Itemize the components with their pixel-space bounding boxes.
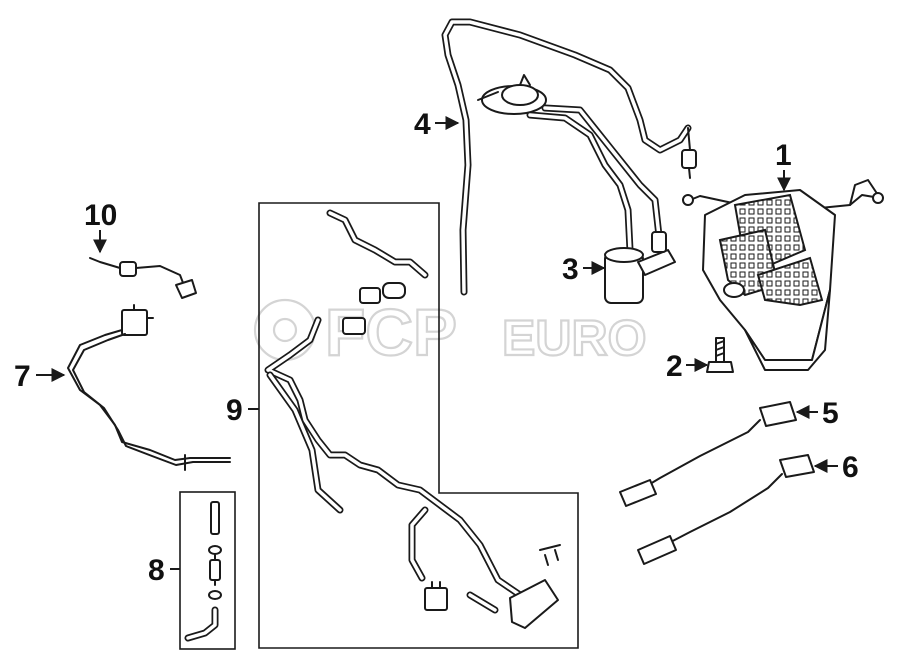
part-1-charcoal-canister [682, 179, 884, 371]
callout-3: 3 [562, 253, 606, 286]
callout-label-2: 2 [666, 350, 683, 383]
callout-1: 1 [775, 139, 792, 192]
callout-label-8: 8 [148, 554, 165, 587]
callout-7: 7 [14, 360, 66, 393]
watermark-gear-hub-icon [272, 317, 298, 343]
part-10-sensor [89, 257, 197, 299]
callout-label-1: 1 [775, 139, 792, 172]
callout-label-4: 4 [414, 108, 431, 141]
callout-6: 6 [813, 451, 859, 484]
part-3-purge-valve [477, 74, 676, 304]
group-box-9 [258, 202, 579, 649]
callout-9: 9 [226, 394, 259, 427]
group-box-8 [179, 491, 236, 650]
part-7-vent-valve-hose [67, 304, 231, 471]
part-5-oxygen-sensor [619, 401, 797, 507]
watermark-brand-euro: EURO [502, 310, 646, 366]
part-6-oxygen-sensor [637, 454, 815, 565]
callout-2: 2 [666, 350, 709, 383]
callout-label-3: 3 [562, 253, 579, 286]
callout-label-6: 6 [842, 451, 859, 484]
callout-5: 5 [795, 397, 839, 430]
callout-10: 10 [84, 199, 117, 254]
callout-8: 8 [148, 554, 180, 587]
callout-4: 4 [414, 108, 460, 141]
part-8-hose-fittings [184, 501, 222, 642]
part-4-vent-hose [441, 18, 697, 296]
callout-label-7: 7 [14, 360, 31, 393]
callout-label-9: 9 [226, 394, 243, 427]
callout-label-10: 10 [84, 199, 117, 232]
callout-label-5: 5 [822, 397, 839, 430]
watermark-gear-icon [253, 298, 317, 362]
part-9-hose-assembly [264, 209, 561, 629]
part-2-bolt [706, 337, 734, 373]
